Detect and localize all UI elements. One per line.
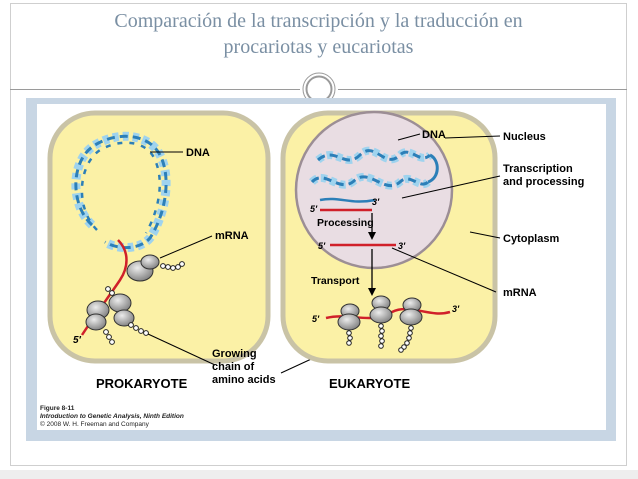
dna-three-prime: 3′ xyxy=(372,197,380,207)
prokaryote-label: PROKARYOTE xyxy=(96,376,188,391)
figure-caption-number: Figure 8-11 xyxy=(40,405,75,412)
transcription-label-line2: and processing xyxy=(503,176,584,188)
eukaryote-dna-label: DNA xyxy=(422,129,446,141)
chain-label-line1: Growing xyxy=(212,348,257,360)
dna-five-prime: 5′ xyxy=(310,204,318,214)
eukaryote-mrna-label: mRNA xyxy=(503,287,537,299)
slide-title-line1: Comparación de la transcripción y la tra… xyxy=(114,10,523,32)
title-divider-right xyxy=(338,89,627,90)
slide-title-line2: procariotas y eucariotas xyxy=(223,36,414,58)
prokaryote-cell xyxy=(47,110,271,364)
processing-label: Processing xyxy=(317,217,374,229)
eukaryote-ribosomes xyxy=(337,295,423,331)
nucleus-five-prime: 5′ xyxy=(318,241,326,251)
cytoplasm-label: Cytoplasm xyxy=(503,233,559,245)
cytoplasm-five-prime: 5′ xyxy=(312,314,320,324)
prokaryote-five-prime: 5′ xyxy=(73,335,82,346)
eukaryote-dna xyxy=(309,146,439,203)
eukaryote-amino-acid-chains xyxy=(346,323,414,353)
eukaryote-label: EUKARYOTE xyxy=(329,376,410,391)
prokaryote-amino-acid-chains xyxy=(103,261,185,345)
transport-label: Transport xyxy=(311,275,360,287)
chain-label-line2: chain of xyxy=(212,361,255,373)
transcription-label-line1: Transcription xyxy=(503,163,573,175)
cytoplasm-three-prime: 3′ xyxy=(452,304,460,314)
chain-label-line3: amino acids xyxy=(212,374,276,386)
title-divider-left xyxy=(10,89,300,90)
figure-caption-copyright: © 2008 W. H. Freeman and Company xyxy=(40,421,149,428)
figure-caption-book: Introduction to Genetic Analysis, Ninth … xyxy=(40,413,184,420)
slide-bottom-strip xyxy=(0,470,638,479)
eukaryote-leader-lines xyxy=(391,133,501,293)
prokaryote-ribosomes xyxy=(85,254,160,331)
slide-title: Comparación de la transcripción y la tra… xyxy=(10,8,627,60)
prokaryote-mrna-label: mRNA xyxy=(215,230,249,242)
prokaryote-leader-lines xyxy=(147,151,216,366)
nucleus-label: Nucleus xyxy=(503,131,546,143)
slide-frame xyxy=(10,3,627,466)
nucleus-three-prime: 3′ xyxy=(398,241,406,251)
prokaryote-dna-label: DNA xyxy=(186,147,210,159)
